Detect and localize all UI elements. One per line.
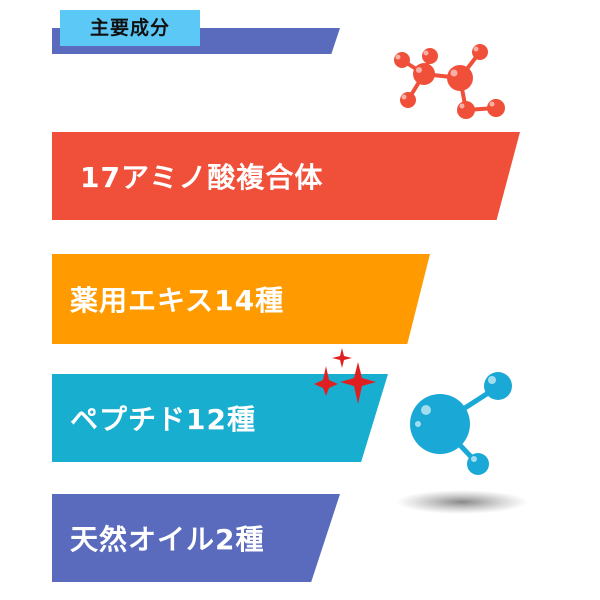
ingredient-peptide: ペプチド12種 (52, 374, 388, 462)
sparkle-icon (314, 348, 376, 404)
ingredient-natural-oil: 天然オイル2種 (52, 494, 340, 582)
ingredient-amino-acid: 17アミノ酸複合体 (52, 132, 520, 220)
ingredient-herbal-extract: 薬用エキス14種 (52, 254, 430, 344)
molecule-icon (396, 372, 528, 514)
molecule-network-icon (394, 44, 505, 119)
section-title: 主要成分 (60, 10, 200, 46)
